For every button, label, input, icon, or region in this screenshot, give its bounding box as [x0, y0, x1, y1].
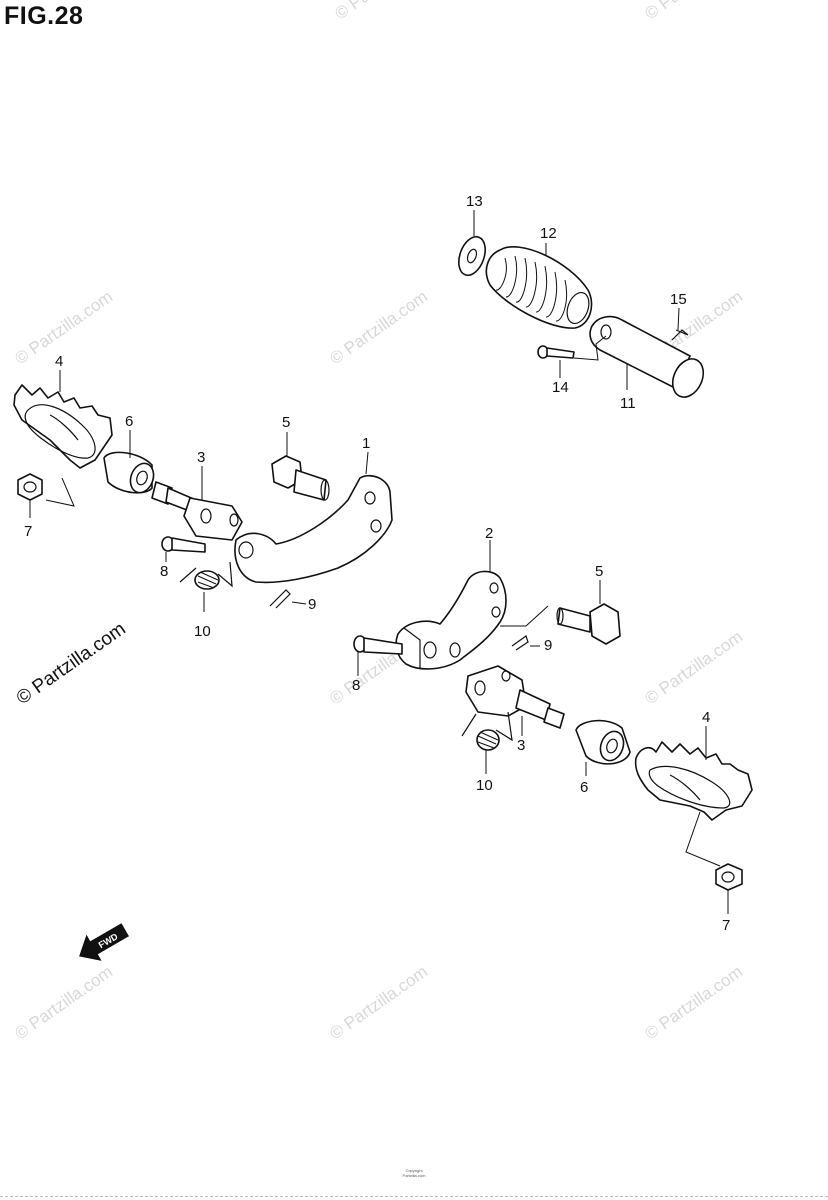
callout-7-left: 7 — [24, 523, 32, 540]
part-12-grip-rubber — [485, 246, 593, 329]
part-4-left-footpeg — [13, 384, 113, 469]
callout-5-right: 5 — [595, 563, 603, 580]
part-6-right-spacer — [575, 719, 631, 765]
part-3-left-pivot — [151, 481, 243, 541]
callout-3-right: 3 — [517, 737, 525, 754]
part-3-right-pivot — [465, 665, 565, 729]
watermark: © Partzilla.com — [641, 0, 746, 23]
watermark: © Partzilla.com — [641, 627, 746, 708]
callout-8-right: 8 — [352, 677, 360, 694]
part-7-right-nut — [715, 863, 743, 891]
part-9-right-cotter — [511, 635, 529, 651]
callout-10-left: 10 — [194, 623, 211, 640]
callout-10-right: 10 — [476, 777, 493, 794]
callouts: 13 12 15 14 11 4 6 5 1 3 7 8 9 10 2 5 9 … — [24, 193, 730, 934]
callout-1: 1 — [362, 435, 370, 452]
watermark: © Partzilla.com — [326, 287, 431, 368]
part-6-left-spacer — [103, 451, 155, 494]
part-8-right-pin — [353, 635, 403, 655]
callout-14: 14 — [552, 379, 569, 396]
watermark: © Partzilla.com — [11, 962, 116, 1043]
callout-3-left: 3 — [197, 449, 205, 466]
callout-6-left: 6 — [125, 413, 133, 430]
callout-7-right: 7 — [722, 917, 730, 934]
footer-line-2: Partzilla.com — [402, 1173, 426, 1178]
part-10-left-spring — [179, 561, 233, 590]
callout-8-left: 8 — [160, 563, 168, 580]
callout-6-right: 6 — [580, 779, 588, 796]
part-5-right-bolt — [556, 603, 621, 645]
watermark: © Partzilla.com — [11, 287, 116, 368]
callout-12: 12 — [540, 225, 557, 242]
callout-13: 13 — [466, 193, 483, 210]
callout-9-right: 9 — [544, 637, 552, 654]
callout-9-left: 9 — [308, 596, 316, 613]
figure-title: FIG.28 — [4, 2, 84, 30]
copyright-footer: Copyright Partzilla.com — [0, 1168, 828, 1178]
watermark: © Partzilla.com — [326, 962, 431, 1043]
part-14-pin — [537, 345, 575, 359]
callout-15: 15 — [670, 291, 687, 308]
callout-5-left: 5 — [282, 414, 290, 431]
part-5-left-bolt — [271, 455, 330, 501]
part-9-left-cotter — [269, 589, 291, 609]
part-1-left-bracket — [234, 474, 393, 584]
bottom-border — [0, 1196, 828, 1197]
callout-11: 11 — [620, 395, 636, 412]
fwd-arrow-icon: FWD — [79, 923, 129, 961]
callout-4-left: 4 — [55, 353, 63, 370]
part-13-washer — [458, 235, 486, 277]
part-10-right-spring — [461, 711, 513, 751]
footer-line-1: Copyright — [405, 1168, 423, 1173]
callout-2: 2 — [485, 525, 493, 542]
part-15-cotter-pin — [671, 329, 689, 341]
part-11-peg-shaft — [589, 315, 705, 398]
part-2-right-bracket — [395, 570, 507, 670]
watermark: © Partzilla.com — [331, 0, 436, 23]
part-7-left-nut — [17, 473, 43, 501]
part-4-right-footpeg — [634, 741, 753, 821]
part-8-left-pin — [161, 536, 206, 553]
callout-4-right: 4 — [702, 709, 710, 726]
watermark: © Partzilla.com — [641, 962, 746, 1043]
watermark-dark: © Partzilla.com — [13, 618, 130, 709]
